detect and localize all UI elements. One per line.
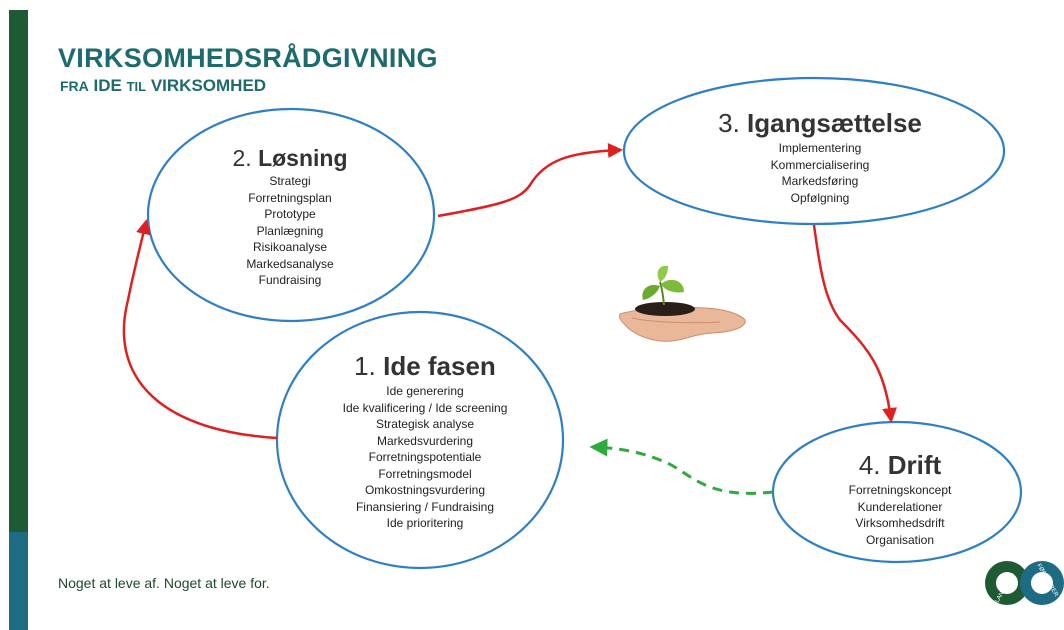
phase-item: Risikoanalyse — [252, 240, 328, 254]
phase-item: Forretningsplan — [248, 190, 332, 205]
phase-item: Forretningsmodel — [378, 466, 472, 481]
tagline: Noget at leve af. Noget at leve for. — [58, 575, 270, 591]
subtitle-part: TIL — [126, 79, 147, 94]
phase-item: Markedsvurdering — [376, 433, 474, 448]
phase-item: Forretningskoncept — [848, 483, 952, 497]
phase-number: 3. — [718, 108, 740, 138]
arrow-losning-to-igangsaettelse — [437, 142, 623, 218]
phase-2-losning: 2. Løsning Strategi Forretningsplan Prot… — [170, 144, 410, 289]
phase-name: Løsning — [258, 145, 348, 171]
phase-item: Kommercialisering — [770, 157, 870, 172]
arrow-ide-to-losning — [122, 219, 278, 440]
phase-number: 1. — [354, 351, 376, 381]
phase-item: Ide prioritering — [386, 516, 464, 530]
phase-number: 2. — [232, 145, 252, 171]
page-title: VIRKSOMHEDSRÅDGIVNING — [58, 43, 438, 73]
phase-4-drift: 4. Drift Forretningskoncept Kunderelatio… — [780, 449, 1020, 548]
phase-item: Markedsføring — [781, 174, 859, 188]
phase-title: 4. Drift — [780, 449, 1020, 481]
phase-name: Ide fasen — [383, 351, 496, 381]
phase-item: Fundraising — [258, 273, 322, 287]
phase-title: 3. Igangsættelse — [640, 107, 1000, 139]
phase-item: Planlægning — [256, 223, 324, 238]
phase-3-igangsaettelse: 3. Igangsættelse Implementering Kommerci… — [640, 107, 1000, 206]
phase-item: Implementering — [778, 141, 862, 155]
phase-number: 4. — [858, 450, 881, 480]
phase-item-list: Ide generering Ide kvalificering / Ide s… — [310, 383, 540, 532]
phase-item: Opfølgning — [790, 190, 850, 205]
page-subtitle: FRA IDE TIL VIRKSOMHED — [60, 76, 266, 96]
phase-item: Omkostningsvurdering — [364, 483, 486, 497]
phase-item: Kunderelationer — [857, 499, 943, 514]
sidebar-accent-teal — [9, 532, 28, 630]
phase-item: Ide generering — [386, 384, 464, 398]
phase-item: Markedsanalyse — [246, 256, 334, 271]
phase-name: Drift — [887, 450, 942, 480]
phase-item: Prototype — [264, 207, 316, 221]
phase-1-ellipse — [275, 310, 565, 570]
phase-item: Strategisk analyse — [375, 417, 475, 431]
phase-item: Organisation — [865, 532, 935, 547]
arrow-igangsaettelse-to-drift — [812, 224, 898, 423]
phase-name: Igangsættelse — [747, 108, 922, 138]
phase-3-ellipse — [622, 76, 1006, 226]
phase-item-list: Implementering Kommercialisering Markeds… — [640, 140, 1000, 206]
landbrug-fodevarer-logo-icon: LANDBRUG FØDEVARER — [985, 561, 1064, 605]
arrow-drift-to-ide-dashed — [589, 438, 774, 495]
phase-item: Forretningspotentiale — [368, 450, 482, 464]
phase-item: Virksomhedsdrift — [855, 516, 945, 530]
phase-1-ide-fasen: 1. Ide fasen Ide generering Ide kvalific… — [310, 350, 540, 532]
phase-item: Ide kvalificering / Ide screening — [342, 400, 508, 415]
subtitle-part: FRA — [60, 78, 89, 94]
seedling-in-hand-icon — [619, 265, 746, 342]
phase-title: 1. Ide fasen — [310, 350, 540, 382]
subtitle-part: VIRKSOMHED — [150, 76, 267, 95]
subtitle-part: IDE — [93, 76, 122, 95]
phase-item-list: Forretningskoncept Kunderelationer Virks… — [780, 482, 1020, 548]
phase-item: Strategi — [269, 174, 311, 188]
phase-title: 2. Løsning — [170, 144, 410, 172]
phase-item-list: Strategi Forretningsplan Prototype Planl… — [170, 173, 410, 289]
phase-2-ellipse — [146, 107, 436, 323]
phase-item: Finansiering / Fundraising — [355, 499, 495, 514]
sidebar-accent-green — [9, 10, 28, 532]
